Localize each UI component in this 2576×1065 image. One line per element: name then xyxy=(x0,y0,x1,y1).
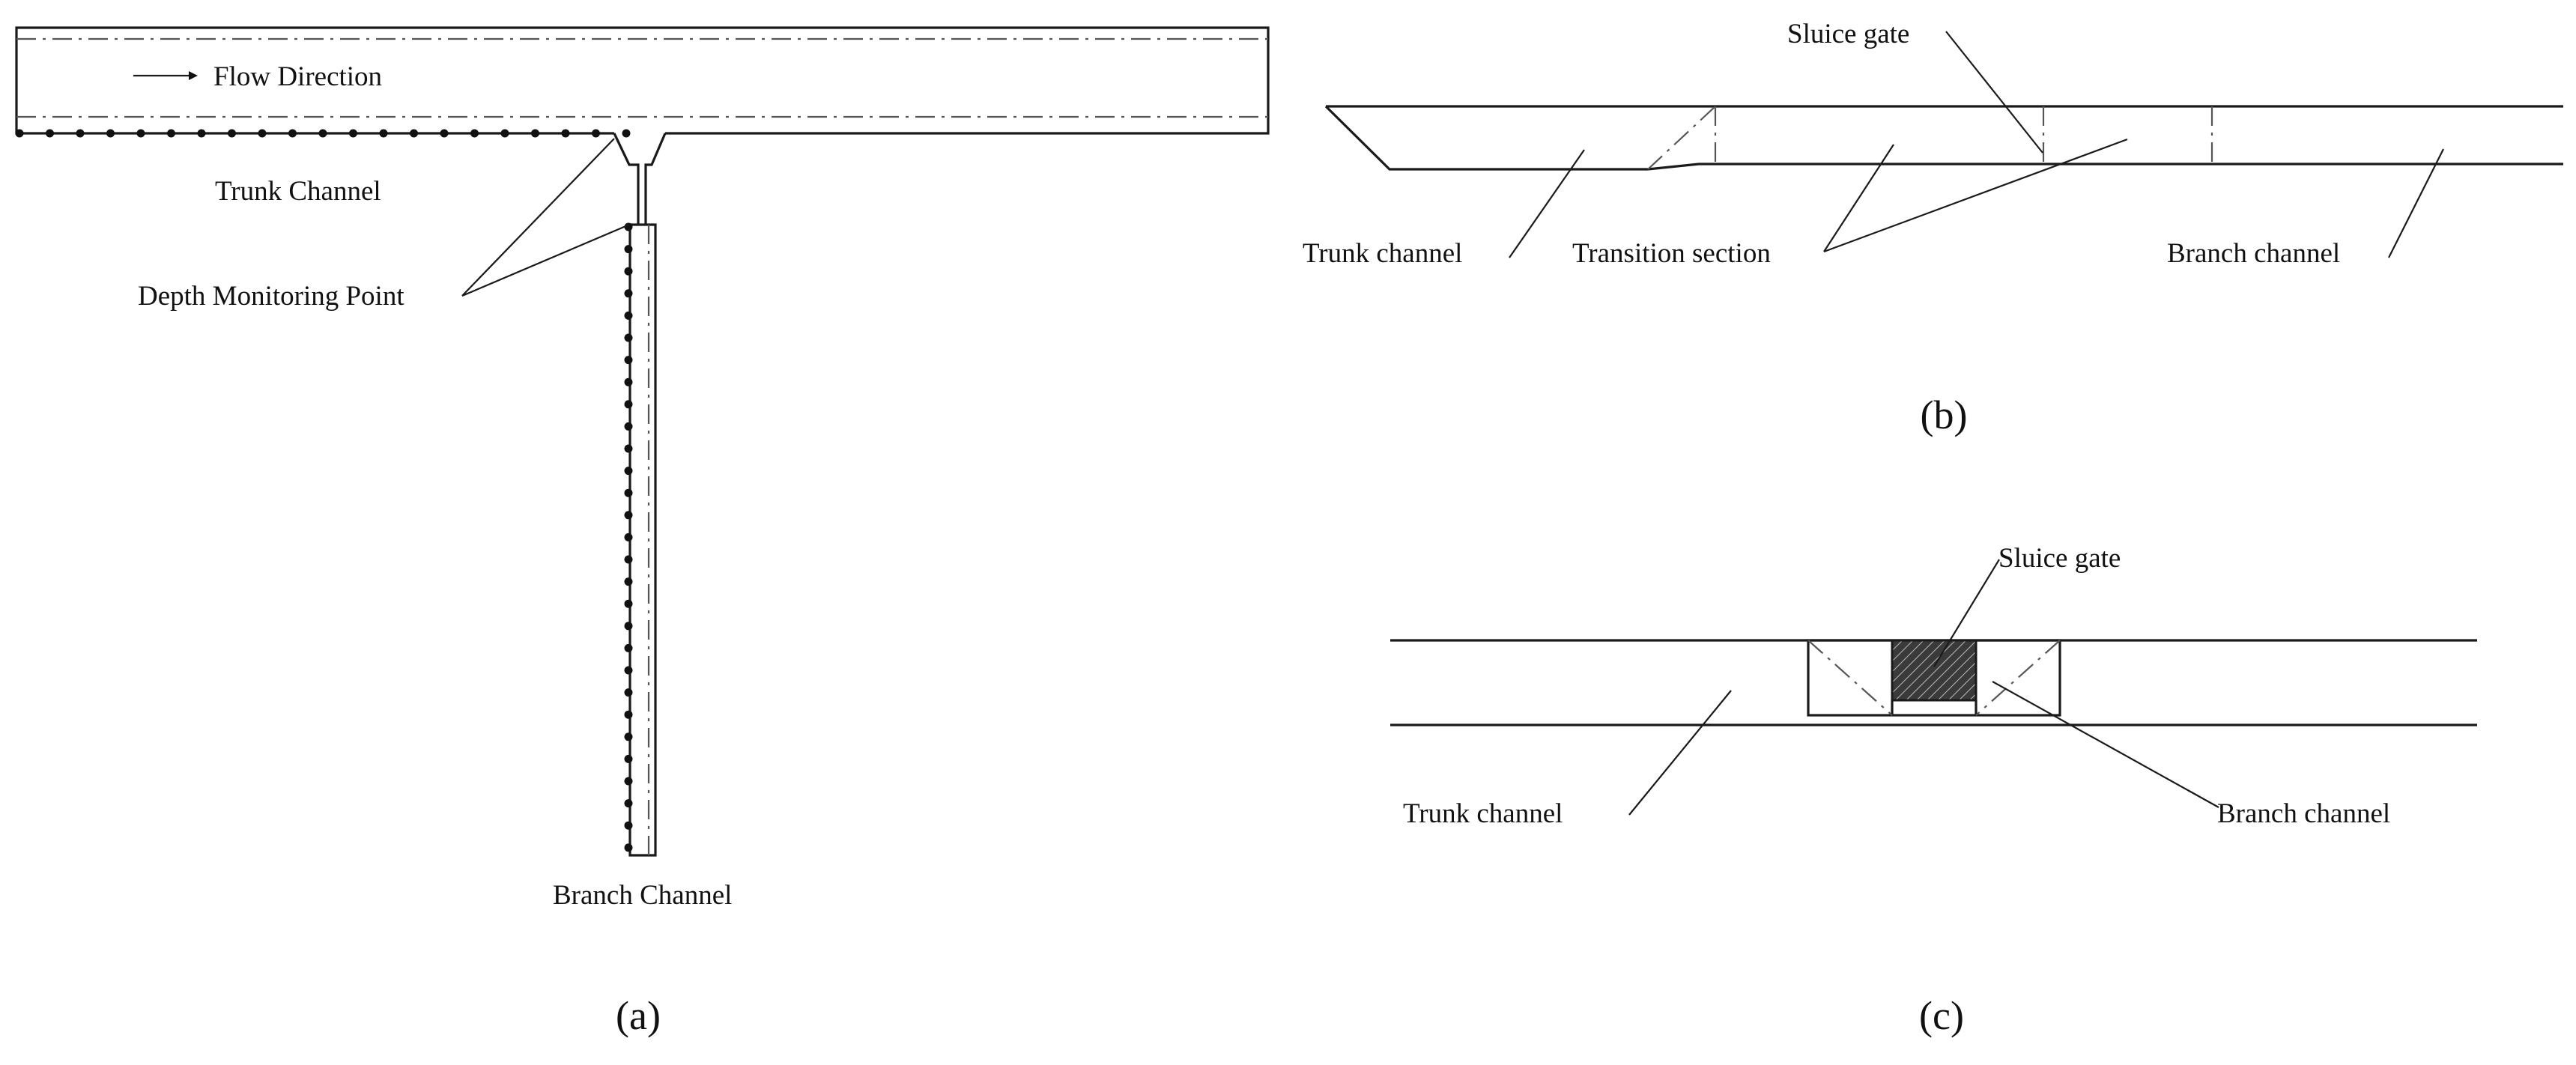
depth-monitoring-point xyxy=(379,129,388,138)
flow-direction-arrow-icon xyxy=(133,71,198,80)
depth-monitoring-point xyxy=(624,843,633,852)
depth-monitoring-point-label: Depth Monitoring Point xyxy=(138,281,404,312)
depth-monitoring-point xyxy=(592,129,600,138)
depth-monitoring-point xyxy=(470,129,479,138)
depth-monitoring-point xyxy=(624,311,633,320)
transition-start-slope xyxy=(1647,106,1716,170)
junction-connector xyxy=(613,129,667,225)
depth-monitoring-point xyxy=(624,710,633,719)
depth-monitoring-point xyxy=(624,356,633,365)
depth-monitoring-point xyxy=(106,129,115,138)
depth-monitoring-point xyxy=(624,289,633,298)
trunk-channel-outline xyxy=(15,26,1270,135)
depth-monitoring-point xyxy=(624,622,633,631)
panel-b: Sluice gate Trunk channel Transition sec… xyxy=(1303,19,2563,437)
trunk-channel-label-b: Trunk channel xyxy=(1303,238,1462,269)
depth-monitoring-point xyxy=(624,511,633,520)
depth-monitoring-point xyxy=(167,129,175,138)
depth-monitoring-point xyxy=(624,532,633,541)
depth-monitoring-point xyxy=(258,129,267,138)
depth-monitoring-point xyxy=(500,129,509,138)
branch-channel-label-c: Branch channel xyxy=(2217,798,2390,829)
branch-channel-label: Branch Channel xyxy=(553,880,732,911)
depth-monitoring-point xyxy=(288,129,297,138)
depth-monitoring-point xyxy=(15,129,24,138)
depth-monitoring-point xyxy=(410,129,418,138)
branch-channel-label-b: Branch channel xyxy=(2167,238,2340,269)
depth-monitoring-point xyxy=(318,129,327,138)
sluice-gate-label-c: Sluice gate xyxy=(1998,543,2121,574)
depth-monitoring-point xyxy=(624,599,633,608)
depth-monitoring-point xyxy=(624,400,633,409)
depth-monitoring-point xyxy=(624,799,633,808)
depth-monitoring-point xyxy=(622,129,631,138)
depth-monitoring-point xyxy=(624,666,633,675)
depth-monitoring-point xyxy=(624,577,633,586)
trunk-channel-label: Trunk Channel xyxy=(215,176,381,207)
panel-c: Sluice gate Trunk channel Branch channel… xyxy=(1390,543,2477,1038)
trunk-channel-label-c: Trunk channel xyxy=(1403,798,1563,829)
depth-monitoring-point xyxy=(624,688,633,697)
branch-monitoring-points xyxy=(624,222,633,852)
depth-monitoring-point xyxy=(76,129,85,138)
depth-monitoring-point xyxy=(624,444,633,453)
panel-a: Flow Direction Trunk Channel Depth Monit… xyxy=(15,26,1270,1038)
panel-c-leaders xyxy=(1628,559,2219,816)
depth-monitoring-point xyxy=(624,222,633,231)
depth-monitoring-point xyxy=(624,754,633,763)
depth-monitoring-point xyxy=(228,129,236,138)
depth-monitoring-point xyxy=(624,467,633,476)
sluice-gate-label-b: Sluice gate xyxy=(1787,19,1909,49)
trunk-monitoring-points xyxy=(15,129,631,138)
depth-monitoring-point xyxy=(46,129,54,138)
depth-monitoring-point xyxy=(624,821,633,830)
depth-monitoring-point xyxy=(624,732,633,741)
depth-monitoring-point xyxy=(561,129,570,138)
panel-b-leaders xyxy=(1509,31,2444,258)
caption-a: (a) xyxy=(616,993,661,1038)
depth-monitoring-point xyxy=(624,245,633,254)
depth-monitoring-point xyxy=(531,129,539,138)
depth-monitoring-point xyxy=(624,377,633,386)
branch-channel-outline xyxy=(628,223,657,857)
monitoring-point-leaders xyxy=(461,138,630,297)
depth-monitoring-point xyxy=(136,129,145,138)
depth-monitoring-point xyxy=(624,643,633,652)
sluice-gate-block xyxy=(1891,639,1978,702)
longitudinal-profile xyxy=(1324,105,2563,171)
depth-monitoring-point xyxy=(624,488,633,497)
depth-monitoring-point xyxy=(440,129,449,138)
depth-monitoring-point xyxy=(624,422,633,431)
transition-diagonals xyxy=(1807,640,2061,716)
depth-monitoring-point xyxy=(197,129,206,138)
transition-section-label: Transition section xyxy=(1572,238,1771,269)
depth-monitoring-point xyxy=(624,333,633,342)
depth-monitoring-point xyxy=(624,777,633,786)
caption-c: (c) xyxy=(1919,993,1964,1038)
depth-monitoring-point xyxy=(349,129,357,138)
depth-monitoring-point xyxy=(624,555,633,564)
caption-b: (b) xyxy=(1921,392,1968,437)
flow-direction-label: Flow Direction xyxy=(213,61,382,92)
depth-monitoring-point xyxy=(624,267,633,276)
